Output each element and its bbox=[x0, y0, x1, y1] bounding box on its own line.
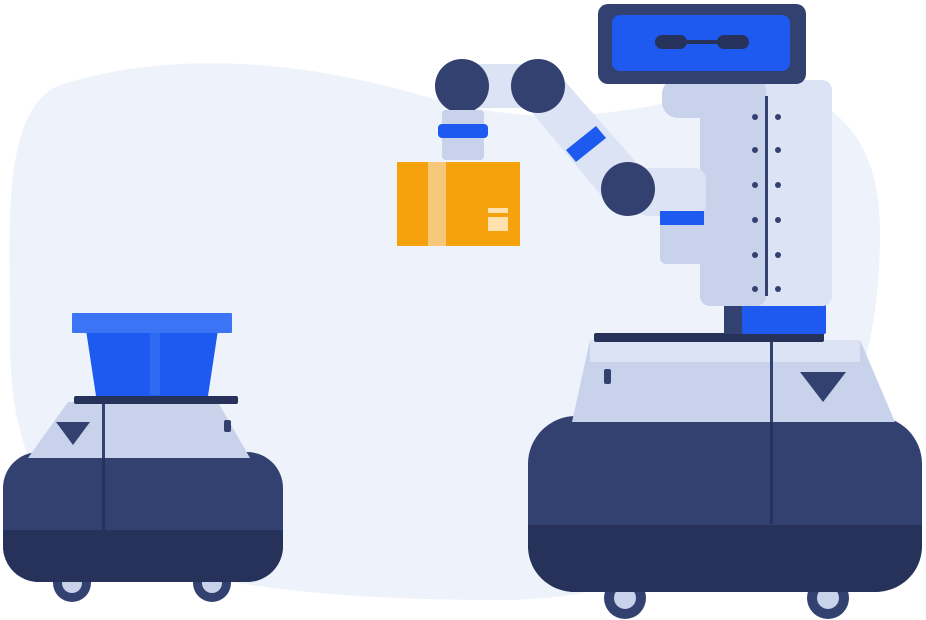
robot-base-seam bbox=[770, 420, 773, 524]
left-cart-down-arrow-icon bbox=[56, 422, 90, 445]
robot-deck bbox=[594, 333, 824, 342]
robot-forearm-band bbox=[566, 126, 606, 162]
left-cart-base-lower bbox=[3, 530, 283, 582]
robot-eye-left-icon bbox=[655, 35, 687, 49]
robot-housing-top-band bbox=[590, 340, 860, 362]
robot-joint-upper bbox=[511, 59, 565, 113]
left-cart-housing bbox=[28, 402, 250, 458]
robot-wheel-right-hub bbox=[817, 587, 839, 609]
package-box-body bbox=[397, 162, 520, 246]
left-cart bbox=[3, 313, 283, 602]
robot-joint-wrist bbox=[435, 59, 489, 113]
robot-down-arrow-icon bbox=[800, 372, 846, 402]
left-cart-slot bbox=[224, 420, 231, 432]
left-cart-tray bbox=[74, 396, 238, 404]
package-box-tape bbox=[428, 162, 446, 246]
robot-lower-arm-band bbox=[660, 211, 704, 225]
blue-bin-rim bbox=[72, 313, 232, 333]
robot-housing-seam bbox=[770, 340, 773, 422]
robot-waist-blue bbox=[742, 304, 826, 334]
robot bbox=[435, 4, 922, 619]
robot-torso-rivets bbox=[752, 114, 781, 292]
robot-torso-seam bbox=[765, 96, 768, 296]
robot-waist-dark bbox=[724, 300, 744, 334]
package-box bbox=[397, 162, 520, 246]
robot-wrist-band bbox=[438, 124, 488, 138]
robot-housing-slot bbox=[604, 369, 611, 384]
robot-wheel-left-hub bbox=[614, 587, 636, 609]
package-box-label-bottom bbox=[488, 217, 508, 231]
robot-torso-shade bbox=[700, 80, 766, 306]
robot-eye-right-icon bbox=[717, 35, 749, 49]
robot-eye-bridge bbox=[685, 40, 719, 44]
left-cart-housing-seam bbox=[102, 402, 105, 458]
blue-bin-highlight bbox=[150, 333, 160, 395]
robot-shoulder-mount bbox=[636, 168, 706, 216]
robot-joint-elbow bbox=[601, 162, 655, 216]
robot-base-lower bbox=[528, 525, 922, 592]
package-box-label-top bbox=[488, 208, 508, 213]
left-cart-seam bbox=[102, 455, 105, 533]
